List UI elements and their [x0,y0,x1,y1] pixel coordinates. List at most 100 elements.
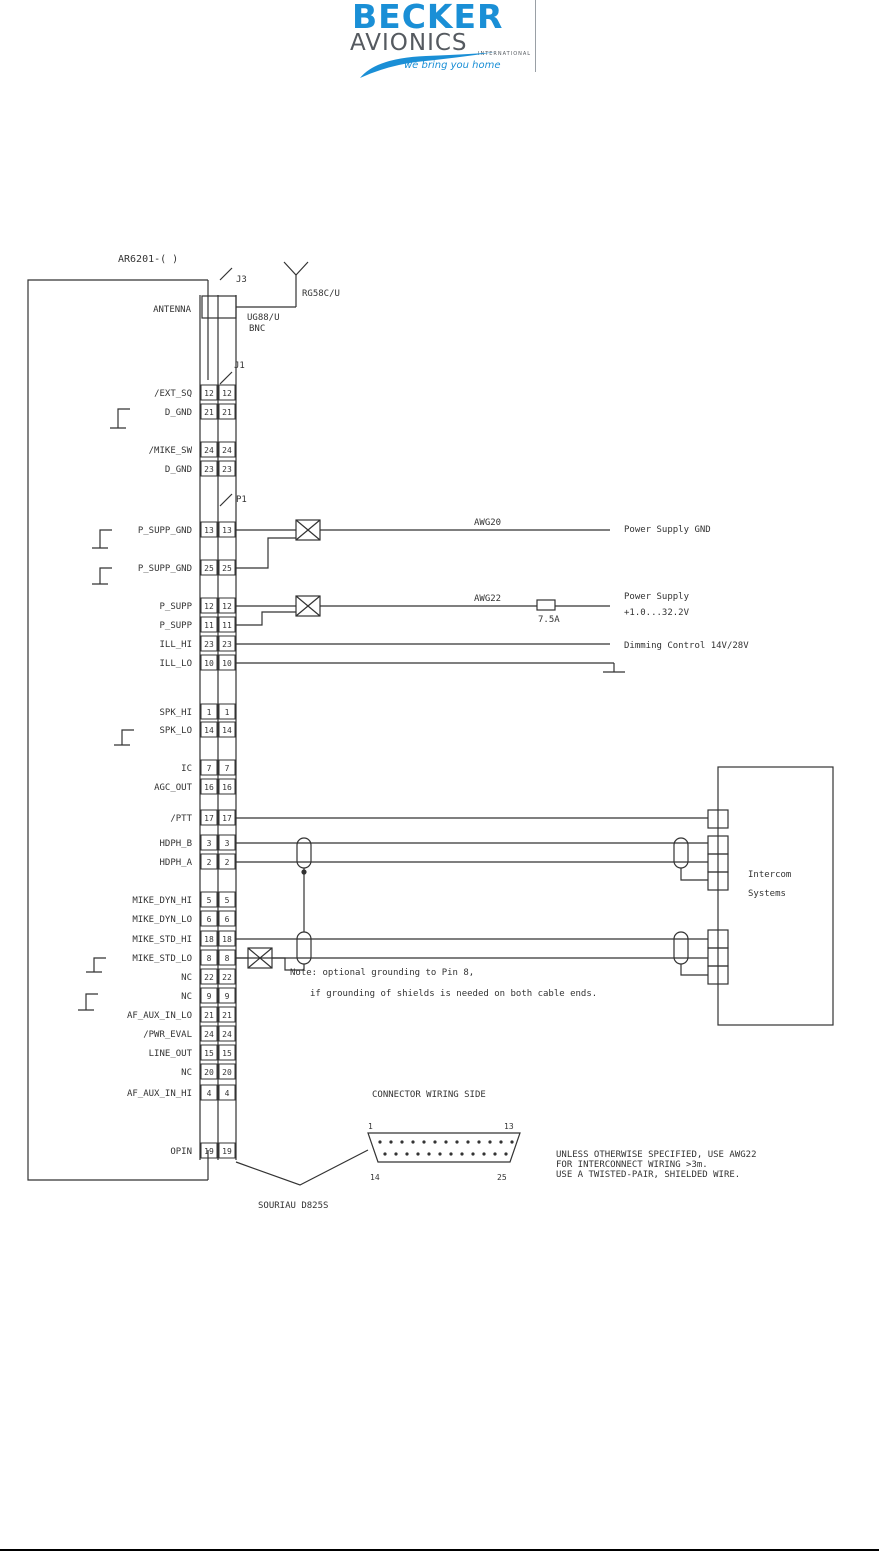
sub-d-pin-dot [449,1152,453,1156]
pin-cell [200,597,218,614]
spec-line-1: UNLESS OTHERWISE SPECIFIED, USE AWG22 [556,1150,756,1160]
pin-number: 6 [225,915,230,924]
pin-cell [218,721,236,738]
pin-cell [200,987,218,1004]
pin-number: 9 [207,992,212,1001]
pin-label: SPK_LO [159,726,192,736]
pin-cell [218,834,236,851]
pin-number: 24 [204,446,214,455]
connector-j3-label: J3 [236,275,247,285]
pin-cell [200,1025,218,1042]
fuse-label: 7.5A [538,615,560,625]
pin-number: 1 [207,708,212,717]
unit-box [27,279,208,1181]
sub-d-pin-dot [383,1152,387,1156]
pin-number: 11 [204,621,214,630]
antenna-label: ANTENNA [153,305,192,315]
dimming-label: Dimming Control 14V/28V [624,641,749,651]
pin-number: 4 [225,1089,230,1098]
sub-d-pin-dot [427,1152,431,1156]
sub-d-pin-dot [422,1140,426,1144]
pin-cell [218,949,236,966]
pin-number: 23 [222,465,232,474]
pin-label: AGC_OUT [154,783,193,793]
pin-cell [200,1006,218,1023]
pin-label: HDPH_B [159,839,192,849]
pin-cell [218,1025,236,1042]
ground-symbol-icon [110,408,130,429]
logo-swoosh-icon [360,52,496,78]
pin-number: 10 [204,659,214,668]
sub-d-pin-dot [466,1140,470,1144]
awg22-label: AWG22 [474,594,501,604]
sub-d-pin-dot [477,1140,481,1144]
pin-cell [218,1084,236,1101]
pin-cell [200,721,218,738]
pin-label: ILL_HI [159,640,192,650]
pin-cell [200,635,218,652]
pin-cell [218,559,236,576]
connector-j1-label: J1 [234,361,245,371]
pin-label: IC [181,764,192,774]
pin-number: 25 [222,564,232,573]
logo-word-becker: BECKER [352,0,504,36]
pin-number: 16 [204,783,214,792]
pin-number: 12 [204,602,214,611]
pin-cell [200,559,218,576]
souriau-label: SOURIAU D825S [258,1201,328,1211]
pin-cell [200,654,218,671]
pin-number: 11 [222,621,232,630]
sub-d-pin-dot [378,1140,382,1144]
power-gnd-label: Power Supply GND [624,525,711,535]
sub-d-pin-dot [499,1140,503,1144]
pin-cell [200,930,218,947]
pin-label: MIKE_STD_HI [132,935,192,945]
footer-rule [0,1549,879,1551]
power-supply-label: Power Supply [624,592,690,602]
pin-cell [218,987,236,1004]
pin-label: MIKE_STD_LO [132,954,192,964]
awg20-label: AWG20 [474,518,501,528]
pin-label: P_SUPP [159,621,192,631]
ground-symbol-icon [92,529,112,549]
sub-d-connector [367,1132,521,1163]
logo-word-international: INTERNATIONAL [478,51,532,57]
pin-cell [218,1142,236,1159]
pin-number: 13 [222,526,232,535]
pin-label: /EXT_SQ [154,389,192,399]
sub-d-pin-14: 14 [370,1173,380,1182]
pin-cell [218,853,236,870]
pin-number: 12 [222,389,232,398]
sub-d-pin-dot [416,1152,420,1156]
ground-symbol-icon [86,957,106,973]
pin-number: 9 [225,992,230,1001]
sub-d-pin-1: 1 [368,1122,373,1131]
pin-number: 7 [207,764,212,773]
intercom-label-1: Intercom [748,870,791,880]
pin-cell [218,654,236,671]
pin-label: NC [181,992,192,1002]
pin-label: /PTT [170,814,192,824]
pin-cell [218,778,236,795]
pin-number: 3 [207,839,212,848]
pin-number: 22 [222,973,232,982]
pin-cell [200,968,218,985]
pin-cell [218,1063,236,1080]
pin-number: 14 [222,726,232,735]
pin-number: 20 [222,1068,232,1077]
pin-cell [218,521,236,538]
unit-label: AR6201-( ) [118,254,178,265]
pin-cell [200,910,218,927]
pin-label: ILL_LO [159,659,192,669]
pin-label: OPIN [170,1147,192,1157]
becker-avionics-logo: BECKER AVIONICS INTERNATIONAL we bring y… [346,0,536,80]
pin-cell [200,778,218,795]
pin-cell [200,521,218,538]
pin-number: 3 [225,839,230,848]
sub-d-pin-dot [444,1140,448,1144]
pin-cell [200,759,218,776]
sub-d-pin-dot [510,1140,514,1144]
pin-cell [200,384,218,401]
pin-number: 8 [225,954,230,963]
